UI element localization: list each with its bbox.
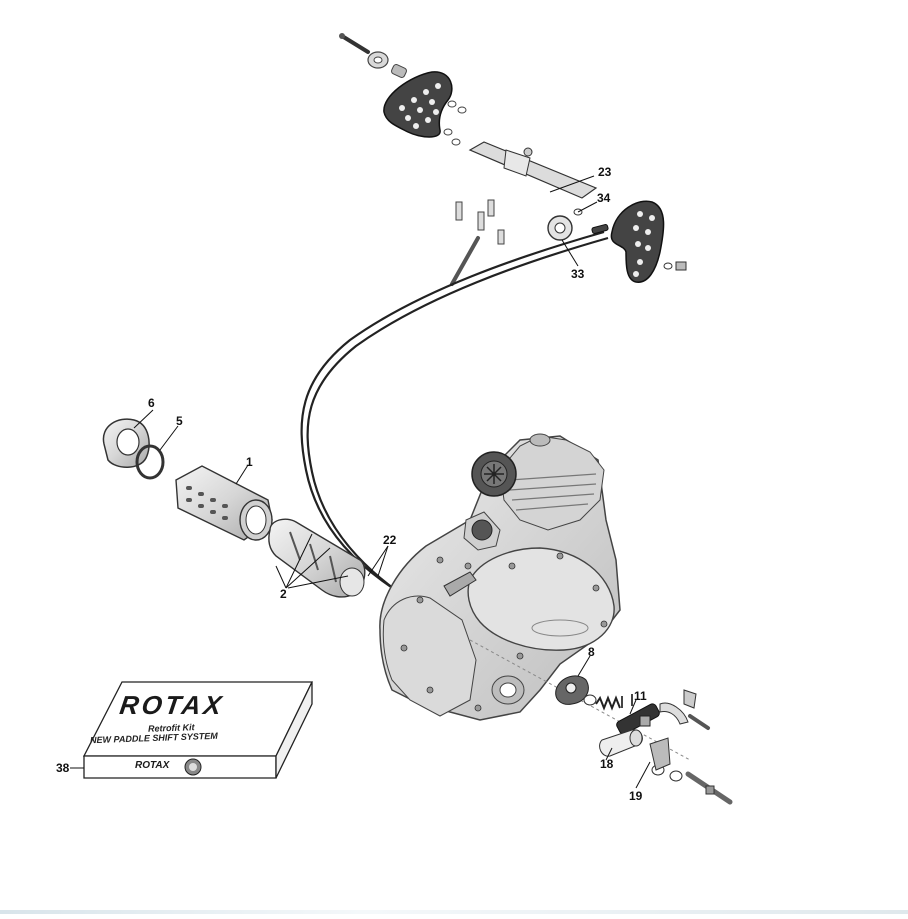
- spacer-shafts: [268, 518, 366, 598]
- sleeve: [175, 465, 273, 541]
- kit-box-brand-small: ROTAX: [135, 760, 170, 771]
- engine-block: [379, 433, 621, 721]
- callout-22: 22: [383, 533, 397, 547]
- spring: [595, 695, 621, 711]
- cable-pulley: [547, 208, 583, 241]
- callout-38: 38: [56, 761, 70, 775]
- paddle-bracket: [468, 141, 598, 199]
- callout-34: 34: [597, 191, 611, 205]
- pin-bushing: [599, 729, 643, 757]
- callout-33: 33: [571, 267, 585, 281]
- left-paddle: [383, 71, 453, 138]
- callout-1: 1: [246, 455, 253, 469]
- washer-top: [367, 51, 389, 69]
- callout-19: 19: [629, 789, 643, 803]
- right-paddle-fastener: [663, 261, 687, 271]
- right-paddle: [610, 200, 665, 283]
- callout-23: 23: [598, 165, 612, 179]
- selector-lever: [616, 694, 660, 735]
- callout-11: 11: [634, 689, 647, 703]
- small-washers-top: [443, 100, 467, 146]
- bracket-bolts: [450, 199, 505, 286]
- kit-box-brand: ROTAX: [117, 690, 227, 720]
- gasket-plate: [555, 675, 589, 705]
- lock-nut: [102, 418, 150, 468]
- bottom-strip: [0, 910, 908, 914]
- o-ring: [135, 444, 165, 480]
- callout-2: 2: [280, 587, 287, 601]
- link-arm: [659, 689, 710, 730]
- callout-6: 6: [148, 396, 155, 410]
- callout-8: 8: [588, 645, 595, 659]
- mount-plate: [649, 737, 671, 771]
- leader-lines: [133, 175, 651, 789]
- brp-logo-icon: [184, 758, 202, 776]
- callout-18: 18: [600, 757, 614, 771]
- bolt-top: [339, 33, 370, 54]
- callout-5: 5: [176, 414, 183, 428]
- retrofit-kit-box: [70, 681, 314, 779]
- spacer-top: [391, 63, 407, 79]
- long-bolt: [685, 771, 733, 805]
